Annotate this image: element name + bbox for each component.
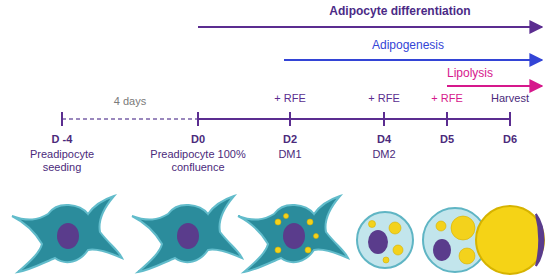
day-label: D0 [191, 133, 205, 146]
preadipocyte-cell [132, 196, 242, 272]
phase-title: Adipocyte differentiation [329, 4, 470, 18]
phase-title: Lipolysis [447, 66, 493, 80]
treatment-label: + RFE [368, 92, 399, 105]
medium-label: DM2 [372, 148, 395, 161]
treatment-label: + RFE [274, 92, 305, 105]
day-label: D5 [440, 133, 454, 146]
harvest-label: Harvest [491, 92, 529, 105]
lipid-cell [357, 212, 413, 268]
duration-label: 4 days [114, 95, 146, 108]
timeline-line [198, 118, 510, 120]
stage-note: Preadipocyte seeding [21, 148, 103, 174]
preadipocyte-cell [12, 196, 122, 272]
day-label: D -4 [52, 133, 73, 146]
day-label: D6 [503, 133, 517, 146]
phase-arrow [447, 85, 542, 87]
phase-arrow [198, 26, 542, 28]
phase-arrow [284, 59, 542, 61]
stage-note: Preadipocyte 100% confluence [148, 148, 248, 174]
phase-title: Adipogenesis [372, 38, 444, 52]
differentiating-cell [238, 196, 348, 272]
day-label: D2 [283, 133, 297, 146]
mature-adipocyte [476, 206, 544, 274]
treatment-label: + RFE [431, 92, 462, 105]
medium-label: DM1 [278, 148, 301, 161]
timeline-dashed [62, 118, 198, 120]
day-label: D4 [377, 133, 391, 146]
timeline-ticks [62, 112, 510, 126]
